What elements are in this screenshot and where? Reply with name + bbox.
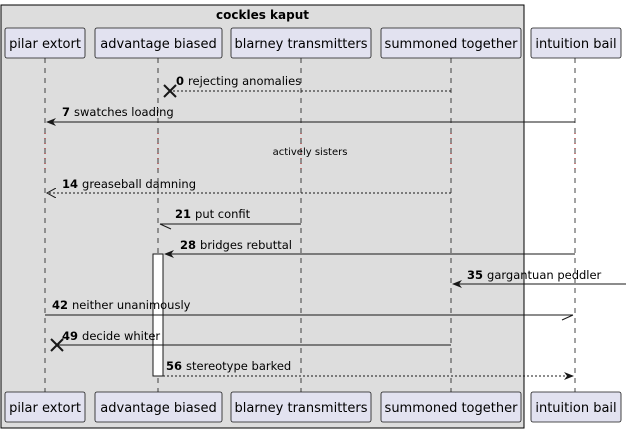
- message-label: neither unanimously: [72, 298, 191, 312]
- message-42: 42 neither unanimously: [45, 298, 574, 321]
- message-56: 56 stereotype barked: [163, 359, 574, 380]
- destroy-icon: [50, 338, 64, 352]
- participant-label: advantage biased: [100, 401, 216, 416]
- message-number: 21: [175, 207, 191, 221]
- message-label: swatches loading: [74, 105, 174, 119]
- participant-summoned-together-bottom[interactable]: summoned together: [380, 391, 522, 423]
- participant-intuition-bail-top[interactable]: intuition bail: [530, 27, 622, 59]
- participant-label: pilar extort: [9, 401, 81, 416]
- message-35: 35 gargantuan peddler: [452, 268, 626, 288]
- divider: actively sisters: [44, 133, 576, 170]
- message-number: 56: [166, 359, 182, 373]
- message-label: rejecting anomalies: [188, 74, 301, 88]
- message-label: decide whiter: [82, 329, 160, 343]
- message-0: 0 rejecting anomalies: [163, 74, 451, 98]
- participant-label: advantage biased: [100, 37, 216, 52]
- message-label: put confit: [195, 207, 251, 221]
- message-number: 42: [52, 298, 68, 312]
- participant-label: intuition bail: [535, 401, 616, 416]
- message-28: 28 bridges rebuttal: [164, 238, 575, 258]
- message-14: 14 greaseball damning: [47, 177, 451, 193]
- message-number: 7: [62, 105, 70, 119]
- message-label: stereotype barked: [186, 359, 291, 373]
- message-7: 7 swatches loading: [46, 105, 575, 126]
- message-number: 14: [62, 177, 78, 191]
- participant-advantage-biased-bottom[interactable]: advantage biased: [94, 391, 223, 423]
- message-number: 28: [180, 238, 196, 252]
- group-frame: cockles kaput: [0, 4, 525, 429]
- message-number: 35: [467, 268, 483, 282]
- participant-label: summoned together: [385, 37, 519, 52]
- participant-label: intuition bail: [535, 37, 616, 52]
- participant-advantage-biased-top[interactable]: advantage biased: [94, 27, 223, 59]
- message-label: bridges rebuttal: [200, 238, 292, 252]
- message-21: 21 put confit: [159, 207, 301, 230]
- destroy-icon: [163, 84, 177, 98]
- participant-label: blarney transmitters: [234, 401, 367, 416]
- divider-label: actively sisters: [273, 147, 348, 158]
- message-label: greaseball damning: [82, 177, 196, 191]
- message-number: 49: [62, 329, 78, 343]
- participant-pilar-extort-top[interactable]: pilar extort: [4, 27, 86, 59]
- participant-summoned-together-top[interactable]: summoned together: [380, 27, 522, 59]
- message-label: gargantuan peddler: [487, 268, 602, 282]
- participant-label: blarney transmitters: [234, 37, 367, 52]
- participant-pilar-extort-bottom[interactable]: pilar extort: [4, 391, 86, 423]
- participant-blarney-transmitters-bottom[interactable]: blarney transmitters: [230, 391, 372, 423]
- participant-blarney-transmitters-top[interactable]: blarney transmitters: [230, 27, 372, 59]
- participant-intuition-bail-bottom[interactable]: intuition bail: [530, 391, 622, 423]
- participant-label: pilar extort: [9, 37, 81, 52]
- message-number: 0: [176, 74, 184, 88]
- group-title: cockles kaput: [216, 8, 309, 22]
- message-49: 49 decide whiter: [50, 329, 451, 352]
- participant-label: summoned together: [385, 401, 519, 416]
